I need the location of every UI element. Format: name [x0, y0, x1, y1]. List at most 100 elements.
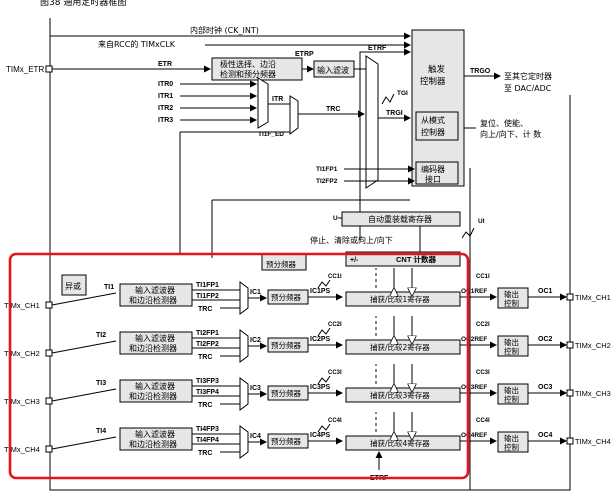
fp-a-label: TI2FP1	[196, 330, 219, 337]
ic-mux	[239, 377, 249, 411]
capture-compare-register	[345, 291, 461, 307]
cci-zigzag	[317, 375, 331, 385]
trgi-mux	[365, 55, 379, 189]
filter-text-a: 输入滤波器	[135, 285, 175, 295]
reset-label-1: 复位、使能、	[480, 118, 528, 128]
cci-label: CC1I	[328, 274, 342, 280]
ic-label: IC1	[250, 289, 261, 296]
filter-text-b: 和边沿检测器	[129, 391, 177, 401]
icps-label: IC1PS	[310, 288, 331, 295]
prescaler-text: 预分频器	[271, 388, 301, 398]
fp-a-label: TI3FP3	[196, 378, 219, 385]
timx-etr-label: TIMx_ETR	[6, 65, 44, 74]
ti-label: TI1	[104, 284, 114, 291]
plus-minus-label: +/-	[350, 257, 359, 264]
trgo-label: TRGO	[470, 68, 491, 75]
cci-out-label: CC4I	[476, 418, 490, 424]
ic-label: IC2	[250, 337, 261, 344]
xor-text: 异或	[65, 281, 81, 291]
filter-text-b: 和边沿检测器	[129, 343, 177, 353]
encoder-text-2: 接口	[425, 174, 441, 184]
filter-text-a: 输入滤波器	[135, 333, 175, 343]
filter-text-b: 和边沿检测器	[129, 439, 177, 449]
psc-prescaler-text: 预分频器	[266, 259, 296, 269]
ti-line	[51, 388, 117, 402]
input-pin-1	[45, 301, 53, 309]
input-pin-label: TIMx_CH1	[4, 301, 40, 310]
trc-label: TRC	[198, 354, 212, 361]
etrf-label: ETRF	[368, 45, 387, 52]
capture-compare-register	[345, 339, 461, 355]
reset-label-2: 向上/向下、计 数	[480, 129, 541, 139]
etr-pin	[45, 65, 53, 73]
out-text-b: 控制	[504, 442, 519, 452]
slave-text-2: 控制器	[421, 127, 445, 137]
input-filter-block	[119, 379, 193, 403]
figure-caption: 图38 通用定时器框图	[40, 0, 126, 8]
to-dac-label: 至 DAC/ADC	[504, 84, 552, 93]
ti1f-ed-label: TI1F_ED	[258, 131, 284, 138]
trigger-controller	[411, 29, 465, 187]
ti1fp1-top-label: TI1FP1	[316, 166, 338, 173]
filter-text-b: 和边沿检测器	[129, 295, 177, 305]
prescaler-text: 预分频器	[271, 436, 301, 446]
etrp-label: ETRP	[295, 51, 314, 58]
ti-line	[51, 436, 117, 450]
trigger-text-2: 控制器	[420, 76, 446, 87]
cci-out-label: CC1I	[476, 274, 490, 280]
input-pin-label: TIMx_CH4	[4, 445, 40, 454]
itr0-label: ITR0	[158, 81, 173, 88]
cci-zigzag	[317, 423, 331, 433]
output-pin-label: TIMx_CH1	[575, 293, 611, 302]
output-control-block	[497, 383, 529, 405]
ti-line	[51, 340, 117, 354]
stop-clear-label: 停止、清除或向上/向下	[310, 235, 393, 245]
ti-line	[51, 292, 117, 306]
cci-label: CC4I	[328, 418, 342, 424]
fp-b-label: TI4FP4	[196, 437, 219, 444]
highlight-frame	[8, 252, 470, 480]
cci-zigzag	[317, 279, 331, 289]
filter-text-a: 输入滤波器	[135, 381, 175, 391]
to-other-label: 至其它定时器	[504, 71, 552, 81]
ti-label: TI3	[96, 380, 106, 387]
ti-label: TI2	[96, 332, 106, 339]
cnt-label: CNT 计数器	[396, 254, 436, 264]
out-text-a: 输出	[504, 433, 519, 443]
output-pin-2	[566, 341, 574, 349]
ic-label: IC4	[250, 433, 261, 440]
output-pin-label: TIMx_CH2	[575, 341, 611, 350]
output-control-block	[497, 287, 529, 309]
ccr-text: 捕获/比较1寄存器	[370, 294, 430, 304]
out-text-b: 控制	[504, 394, 519, 404]
ocref-label: OC1REF	[461, 288, 487, 295]
input-pin-4	[45, 445, 53, 453]
input-pin-label: TIMx_CH3	[4, 397, 40, 406]
icps-label: IC2PS	[310, 336, 331, 343]
prescaler-text: 预分频器	[271, 292, 301, 302]
output-pin-label: TIMx_CH4	[575, 437, 611, 446]
arr-u-label: U	[333, 215, 338, 222]
input-filter-block	[119, 427, 193, 451]
polarity-text-2: 检测和预分频器	[220, 69, 276, 79]
out-text-a: 输出	[504, 337, 519, 347]
oc-label: OC1	[538, 288, 553, 295]
output-control-block	[497, 431, 529, 453]
tgi-label: TGI	[397, 90, 408, 97]
out-text-a: 输出	[504, 289, 519, 299]
trigger-text: 触发	[428, 64, 446, 75]
cci-label: CC3I	[328, 370, 342, 376]
input-pin-label: TIMx_CH2	[4, 349, 40, 358]
output-pin-label: TIMx_CH3	[575, 389, 611, 398]
slave-mode-block	[415, 111, 459, 141]
output-pin-1	[566, 293, 574, 301]
xor-block	[61, 274, 87, 296]
oc-label: OC4	[538, 432, 553, 439]
output-control-block	[497, 335, 529, 357]
cci-label: CC2I	[328, 322, 342, 328]
trc-label: TRC	[198, 450, 212, 457]
from-rcc-label: 来自RCC的 TIMxCLK	[98, 39, 176, 49]
